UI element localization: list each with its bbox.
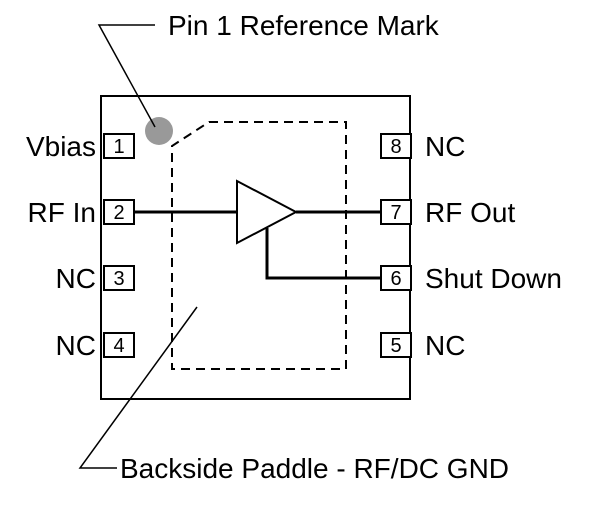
pin-box-4 xyxy=(103,332,135,358)
pin-box-5 xyxy=(380,332,412,358)
shutdown-wire xyxy=(265,228,381,280)
pin-number-8: 8 xyxy=(390,136,401,158)
pin-box-6 xyxy=(380,265,412,291)
pin-box-2 xyxy=(103,199,135,225)
pin-number-4: 4 xyxy=(113,335,124,357)
pin-label-5: NC xyxy=(425,330,465,361)
pin-label-2: RF In xyxy=(28,197,96,228)
pin-label-4: NC xyxy=(56,330,96,361)
pin-box-8 xyxy=(380,133,412,159)
pin-label-6: Shut Down xyxy=(425,263,562,294)
pin-label-8: NC xyxy=(425,131,465,162)
backside-paddle-outline xyxy=(171,121,347,370)
paddle-annotation: Backside Paddle - RF/DC GND xyxy=(120,453,509,484)
pin-box-7 xyxy=(380,199,412,225)
pin-label-7: RF Out xyxy=(425,197,515,228)
pin-box-3 xyxy=(103,265,135,291)
pin1-mark-annotation: Pin 1 Reference Mark xyxy=(168,10,440,41)
pin1-reference-dot xyxy=(145,117,173,145)
pin-number-1: 1 xyxy=(113,136,124,158)
pin-label-3: NC xyxy=(56,263,96,294)
pin-number-5: 5 xyxy=(390,335,401,357)
pin1-mark-leader-line xyxy=(97,24,156,128)
pin-number-6: 6 xyxy=(390,268,401,290)
paddle-leader-line xyxy=(78,306,198,469)
pin-number-2: 2 xyxy=(113,202,124,224)
package-body xyxy=(100,95,411,400)
pin-number-3: 3 xyxy=(113,268,124,290)
pin-box-1 xyxy=(103,133,135,159)
pin-label-1: Vbias xyxy=(26,131,96,162)
pin-number-7: 7 xyxy=(390,202,401,224)
